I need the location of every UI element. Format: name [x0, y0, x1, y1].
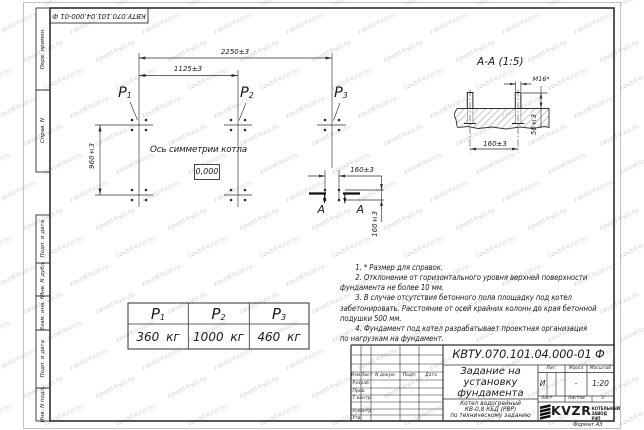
load-point-label-1: Р1 — [118, 85, 132, 101]
section-cut-marks — [309, 192, 360, 204]
margin-cell-podp-data-2: Подп. и дата — [40, 340, 46, 378]
format-label: Формат А3 — [573, 421, 603, 428]
load-table-value-2: 1000 кг — [193, 330, 244, 344]
dim-section-spacing: 160±3 — [483, 140, 507, 148]
margin-cell-podp-data-1: Подп. и дата — [40, 220, 46, 258]
margin-cell-vzam-inv-n: Взам. инв. N — [40, 295, 46, 331]
company-name: КОТЕЛЬНЫЙ ЗАВОД РЭП — [591, 405, 621, 421]
sheets-label: Листов — [568, 396, 585, 401]
dim-height: 960±3 — [87, 143, 96, 169]
sheets-value: 1 — [601, 396, 605, 401]
load-table-header-1: Р1 — [150, 304, 166, 323]
margin-cell-inv-n-dubl: Инв. N дубл. — [40, 261, 46, 298]
dim-half-width: 1125±3 — [173, 65, 203, 73]
load-point-label-3: Р3 — [334, 85, 348, 101]
logo-spring-icon — [540, 404, 551, 420]
margin-cell-inv-n-podl: Инв. N подл. — [40, 386, 46, 423]
dim-bolt-height: 50±3 — [529, 114, 538, 135]
col-docum: N докум. — [375, 373, 396, 378]
dim-bolt-x: 160±3 — [350, 166, 374, 174]
mass-label: Масса — [568, 365, 584, 371]
load-table-header-2: Р2 — [211, 304, 226, 323]
anchor-bolt-dots — [130, 118, 341, 202]
dim-bolt-y: 160±3 — [370, 211, 379, 237]
plan-view-arrows — [98, 56, 383, 206]
col-podp: Подп. — [402, 373, 417, 378]
plan-view-lines — [95, 53, 384, 222]
margin-cell-sprav-n: Справ. N — [40, 118, 46, 144]
sheet-borders — [23, 2, 621, 429]
scale-value: 1:20 — [592, 379, 609, 388]
row-tkontr: Т.контр. — [352, 395, 373, 401]
axis-label: Ось симметрии котла — [150, 145, 247, 155]
technical-notes: 1. * Размер для справок. 2. Отклонение о… — [340, 263, 597, 344]
sheet-label: Лист — [541, 396, 553, 401]
col-list: Лист — [361, 373, 373, 378]
row-prov: Пров. — [352, 388, 366, 394]
row-razrab: Разраб. — [352, 381, 371, 386]
title-block-subtitle: Котел водогрейный КВ-0,8 КБД (РВР) по те… — [450, 400, 531, 420]
level-mark: 0,000 — [194, 163, 220, 180]
section-view-lines — [454, 81, 550, 153]
section-letter-right: А — [356, 203, 365, 216]
section-letter-left: А — [317, 203, 326, 216]
dim-thread: М16* — [532, 74, 550, 83]
logo-text: KVZR — [551, 403, 592, 418]
top-doc-number: КВТУ.070.101.04.000-01 Ф — [52, 12, 146, 20]
title-block-grid — [350, 344, 614, 421]
load-table-value-3: 460 кг — [257, 330, 301, 344]
mass-value: - — [574, 379, 578, 388]
row-nkontr: Н.контр. — [352, 409, 373, 414]
load-point-label-2: Р2 — [240, 85, 254, 101]
load-table-grid — [127, 302, 310, 350]
col-data: Дата — [425, 373, 437, 378]
title-block-doc-number: КВТУ.070.101.04.000-01 Ф — [452, 348, 605, 361]
section-title: А-А (1:5) — [477, 56, 524, 68]
load-table-value-1: 360 кг — [136, 330, 180, 344]
row-utv: Утв. — [352, 415, 362, 421]
lit-value: И — [539, 379, 546, 388]
load-table-header-3: Р3 — [271, 304, 287, 323]
dim-total-width: 2250±3 — [220, 47, 250, 56]
col-izm: Изм. — [351, 373, 362, 378]
title-block-title: Задание на установку фундамента — [457, 366, 524, 399]
scale-label: Масштаб — [589, 365, 612, 371]
lit-label: Лит. — [546, 365, 557, 371]
margin-cell-perv-primen: Перв. примен. — [40, 28, 46, 70]
